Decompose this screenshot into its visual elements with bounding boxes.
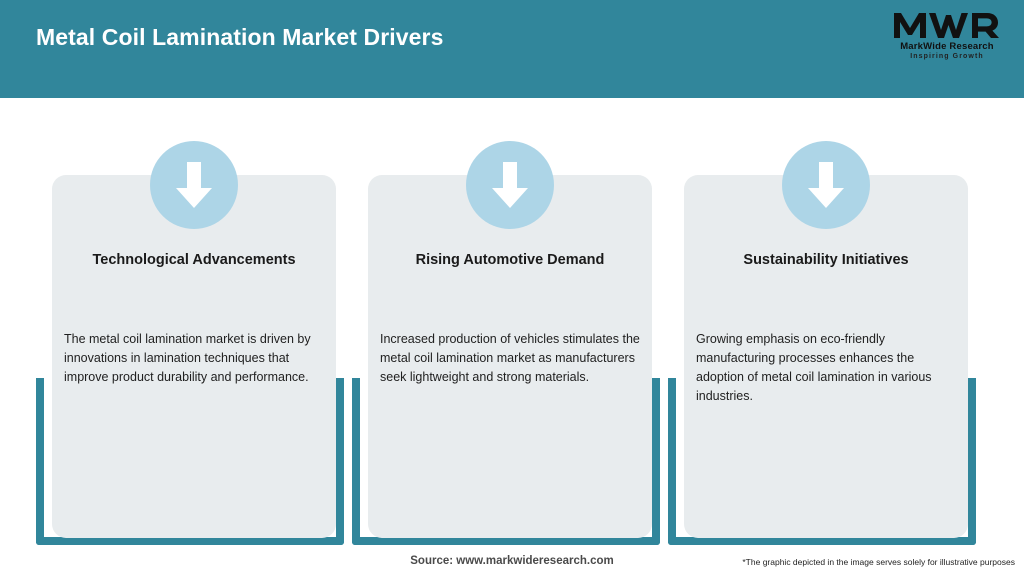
disclaimer-note: *The graphic depicted in the image serve… xyxy=(742,557,1015,567)
card-accent-frame xyxy=(36,378,344,545)
card-accent-frame xyxy=(352,378,660,545)
card-title: Technological Advancements xyxy=(92,252,296,268)
card-panel xyxy=(52,175,336,538)
arrow-down-icon xyxy=(782,141,870,229)
page-title: Metal Coil Lamination Market Drivers xyxy=(36,24,444,50)
card-panel xyxy=(684,175,968,538)
card-description: The metal coil lamination market is driv… xyxy=(64,332,311,384)
card-description: Increased production of vehicles stimula… xyxy=(380,332,640,384)
card-title: Sustainability Initiatives xyxy=(743,252,909,268)
logo-company-name: MarkWide Research xyxy=(900,41,994,52)
card-panel xyxy=(368,175,652,538)
driver-card-3: Sustainability Initiatives Growing empha… xyxy=(668,0,976,576)
brand-logo: MarkWide Research Inspiring Growth xyxy=(888,8,1006,66)
logo-tagline: Inspiring Growth xyxy=(910,53,984,60)
card-description: Growing emphasis on eco-friendly manufac… xyxy=(696,332,932,403)
card-accent-frame xyxy=(668,378,976,545)
arrow-down-icon xyxy=(466,141,554,229)
driver-card-1: Technological Advancements The metal coi… xyxy=(36,0,344,576)
mwr-logo-icon xyxy=(894,13,999,38)
driver-card-2: Rising Automotive Demand Increased produ… xyxy=(352,0,660,576)
card-title: Rising Automotive Demand xyxy=(415,252,605,268)
arrow-down-icon xyxy=(150,141,238,229)
arrow-down-glyph xyxy=(808,162,844,208)
arrow-down-glyph xyxy=(176,162,212,208)
source-label: Source: www.markwideresearch.com xyxy=(410,555,614,567)
header-bar: Metal Coil Lamination Market Drivers Mar… xyxy=(0,0,1024,98)
arrow-down-glyph xyxy=(492,162,528,208)
